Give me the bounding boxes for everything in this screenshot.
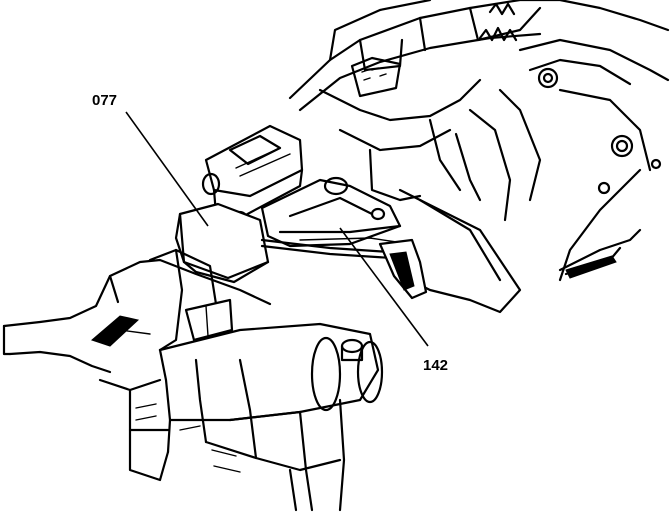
- leader-line-077: [125, 111, 209, 227]
- harness-clip-142: [260, 176, 428, 300]
- callout-077: 077: [92, 92, 117, 109]
- leader-line-142: [339, 227, 429, 347]
- lower-fixture-assembly: [2, 248, 384, 512]
- column-housing-assembly: [288, 0, 670, 314]
- callout-142: 142: [423, 357, 448, 374]
- connector-bracket: [174, 124, 304, 284]
